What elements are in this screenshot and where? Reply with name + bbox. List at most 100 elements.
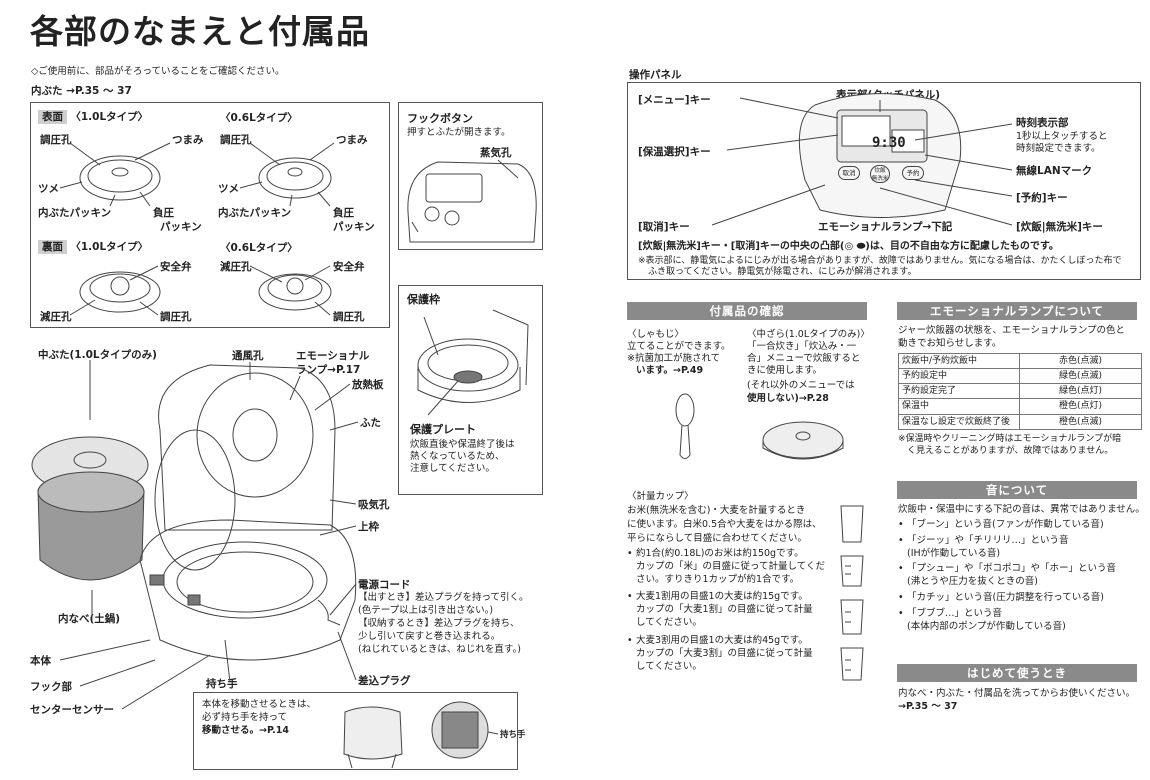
first-use-ref: →P.35 ～ 37 bbox=[898, 701, 958, 712]
label-tsume: ツメ bbox=[38, 183, 59, 195]
sound-line: (IHが作動している音) bbox=[907, 547, 1001, 559]
type-10-label: 〈1.0Lタイプ〉 bbox=[70, 111, 149, 123]
label-packing-06: 内ぶたパッキン bbox=[218, 207, 292, 219]
steam-hole-label: 蒸気孔 bbox=[480, 147, 512, 159]
cord-line-4: 少し引いて戻すと巻き込まれる。 bbox=[358, 631, 501, 642]
panel-note-1: ※表示部に、静電気によるにじみが出る場合がありますが、故障ではありません。気にな… bbox=[638, 256, 1122, 266]
panel-cook-label-1: 炊飯 bbox=[874, 168, 886, 174]
label-hounetsu: 放熱板 bbox=[352, 379, 384, 391]
sound-line: (本体内部のポンプが作動している音) bbox=[907, 620, 1066, 632]
label-tyoatsu-back-06: 調圧孔 bbox=[333, 311, 365, 323]
cup-item-line: してください。 bbox=[636, 660, 702, 672]
panel-cook-label-2: 無洗米 bbox=[871, 176, 889, 182]
protect-desc-1: 炊飯直後や保温終了後は bbox=[410, 439, 515, 450]
back-row-label: 裏面 〈1.0Lタイプ〉 bbox=[38, 240, 149, 255]
sound-line: 「プシュー」や「ポコポコ」や「ホー」という音 bbox=[907, 563, 1117, 575]
table-row: 保温中橙色(点灯) bbox=[898, 398, 1142, 415]
lamp-color: 橙色(点灯) bbox=[1019, 398, 1142, 415]
panel-cook-button[interactable]: 炊飯 無洗米 bbox=[870, 165, 890, 183]
type-10-back: 〈1.0Lタイプ〉 bbox=[70, 241, 149, 253]
emotional-lamp-desc-1: ジャー炊飯器の状態を、エモーショナルランプの色と bbox=[898, 325, 1126, 336]
panel-reserve-button[interactable]: 予約 bbox=[902, 166, 924, 180]
panel-clock-2: 時刻設定できます。 bbox=[1016, 143, 1101, 154]
list-item: 「ジーッ」や「チリリリ…」という音(IHが作動している音) bbox=[898, 535, 1143, 561]
sound-line: 「ブブブ…」という音 bbox=[907, 607, 1003, 619]
emotional-lamp-note-1: ※保温時やクリーニング時はエモーショナルランプが暗 bbox=[898, 434, 1122, 444]
list-item: 「カチッ」という音(圧力調整を行っている音) bbox=[898, 592, 1143, 605]
label-cord: 電源コード bbox=[358, 579, 411, 591]
shamoji-title: 〈しゃもじ〉 bbox=[627, 329, 685, 340]
label-futa: ふた bbox=[360, 417, 381, 429]
back-badge: 裏面 bbox=[38, 240, 67, 255]
protect-desc-2: 熱くなっているため、 bbox=[410, 451, 505, 462]
protect-plate-label: 保護プレート bbox=[410, 423, 476, 436]
label-hontai: 本体 bbox=[30, 655, 51, 667]
panel-heading: 操作パネル bbox=[629, 69, 682, 81]
protect-drawing bbox=[417, 309, 529, 416]
label-tsumami-06: つまみ bbox=[336, 134, 368, 146]
sound-list: 「ブーン」という音(ファンが作動している音) 「ジーッ」や「チリリリ…」という音… bbox=[898, 519, 1143, 634]
cup-item-line: カップの「米」の目盛に従って計量してくだ bbox=[636, 560, 825, 572]
type-06-back: 〈0.6Lタイプ〉 bbox=[220, 242, 298, 254]
cup-list: 約1合(約0.18L)のお米は約150gです。 カップの「米」の目盛に従って計量… bbox=[627, 548, 837, 673]
lamp-color: 緑色(点灯) bbox=[1019, 383, 1142, 400]
cup-item: 約1合(約0.18L)のお米は約150gです。 カップの「米」の目盛に従って計量… bbox=[627, 548, 837, 586]
first-use-header: はじめて使うとき bbox=[897, 664, 1137, 682]
emotional-lamp-header: エモーショナルランプについて bbox=[897, 302, 1137, 320]
cup-3: 平らにならして目盛に合わせてください。 bbox=[627, 533, 807, 544]
first-use-desc: 内なべ・内ぶた・付属品を洗ってからお使いください。 bbox=[898, 688, 1136, 699]
cord-line-1: 【出すとき】差込プラグを持って引く。 bbox=[358, 592, 529, 603]
inner-lid-heading: 内ぶた →P.35 ～ 37 bbox=[31, 85, 132, 97]
emotional-lamp-desc-2: 動きでお知らせします。 bbox=[898, 338, 1002, 349]
sound-header: 音について bbox=[897, 481, 1137, 499]
label-hook: フック部 bbox=[30, 681, 72, 693]
shamoji-3: います。→P.49 bbox=[636, 365, 704, 376]
label-genatsu-06: 減圧孔 bbox=[220, 261, 252, 273]
panel-cancel-button[interactable]: 取消 bbox=[838, 166, 860, 180]
panel-suihan-key: [炊飯|無洗米]キー bbox=[1016, 221, 1103, 233]
protect-desc-3: 注意してください。 bbox=[410, 463, 495, 474]
label-uwawaku: 上枠 bbox=[358, 521, 379, 533]
handle-note-2: 必ず持ち手を持って bbox=[202, 712, 288, 723]
label-sensor: センターセンサー bbox=[30, 704, 114, 716]
sound-desc: 炊飯中・保温中にする下記の音は、異常ではありません。 bbox=[898, 504, 1145, 515]
accessories-drawing bbox=[675, 393, 844, 460]
nakazara-4: (それ以外のメニューでは bbox=[747, 380, 855, 391]
label-tyoatsu-06: 調圧孔 bbox=[220, 134, 252, 146]
sound-line: (沸とうや圧力を抜くときの音) bbox=[907, 576, 1038, 588]
label-tsume-06: ツメ bbox=[218, 183, 239, 195]
panel-lan-mark: 無線LANマーク bbox=[1016, 165, 1093, 177]
label-anzenben: 安全弁 bbox=[160, 261, 192, 273]
label-emo-2: ランプ→P.17 bbox=[296, 364, 361, 376]
label-packing: 内ぶたパッキン bbox=[38, 207, 112, 219]
protect-box bbox=[398, 285, 543, 495]
cup-2: に使います。白米0.5合や大麦をはかる際は、 bbox=[627, 519, 822, 530]
cord-line-3: 【収納するとき】差込プラグを持ち、 bbox=[358, 618, 520, 629]
hook-button-box bbox=[398, 102, 543, 250]
handle-small-label: 持ち手 bbox=[500, 730, 526, 740]
nakazara-1: 「一合炊き」「炊込み・一 bbox=[747, 341, 857, 352]
label-plug: 差込プラグ bbox=[358, 675, 411, 687]
label-emo-1: エモーショナル bbox=[296, 350, 370, 362]
protect-frame-label: 保護枠 bbox=[407, 293, 440, 306]
shamoji-1: 立てることができます。 bbox=[627, 341, 731, 352]
panel-drawing bbox=[711, 93, 1013, 226]
panel-clock-title: 時刻表示部 bbox=[1016, 117, 1069, 129]
page-title: 各部のなまえと付属品 bbox=[30, 12, 370, 51]
sound-line: 「ブーン」という音(ファンが作動している音) bbox=[907, 519, 1104, 530]
emotional-lamp-table: 炊飯中/予約炊飯中赤色(点滅) 予約設定中緑色(点滅) 予約設定完了緑色(点灯)… bbox=[898, 352, 1142, 430]
panel-torikeshi-key: [取消]キー bbox=[638, 221, 690, 233]
panel-note-2: ふき取ってください。静電気が除電され、にじみが解消されます。 bbox=[648, 267, 917, 277]
label-kyuki: 吸気孔 bbox=[358, 499, 390, 511]
cup-item-line: さい。すりきり1カップが約1合です。 bbox=[636, 573, 800, 585]
hook-button-desc: 押すとふたが開きます。 bbox=[407, 127, 511, 138]
list-item: 「ブブブ…」という音(本体内部のポンプが作動している音) bbox=[898, 608, 1143, 634]
sound-line: 「ジーッ」や「チリリリ…」という音 bbox=[907, 534, 1069, 546]
front-row-label: 表面 〈1.0Lタイプ〉 bbox=[38, 110, 149, 125]
label-fuatsu-1: 負圧 bbox=[153, 207, 174, 219]
lamp-state: 炊飯中/予約炊飯中 bbox=[898, 352, 1020, 370]
nakazara-2: 合」メニューで炊飯すると bbox=[747, 353, 861, 364]
rice-cooker-drawing bbox=[31, 360, 359, 710]
nakazara-3: きに使用します。 bbox=[747, 365, 823, 376]
label-nakabuta: 中ぶた(1.0Lタイプのみ) bbox=[38, 349, 157, 361]
